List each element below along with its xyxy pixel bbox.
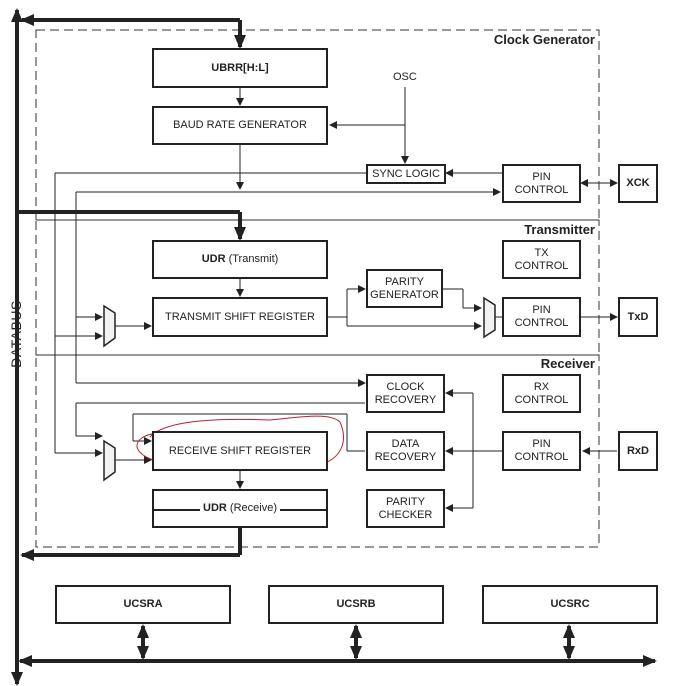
udr-transmit-name: UDR [201,253,226,265]
data-recovery-block: DATA RECOVERY [366,431,445,471]
transmit-shift-register-block: TRANSMIT SHIFT REGISTER [152,297,328,337]
ucsrc-register: UCSRC [482,585,658,624]
databus-label: DATABUS [8,300,24,368]
udr-receive-line-right [280,508,326,511]
xck-pin: XCK [618,164,658,203]
sync-logic-block: SYNC LOGIC [366,164,446,184]
pin-control-tx-block: PIN CONTROL [502,297,581,337]
udr-receive-name: UDR [203,502,227,514]
transmitter-frame [35,219,600,356]
transmitter-label: Transmitter [524,222,595,237]
txd-pin: TxD [618,297,658,337]
udr-receive-block: UDR (Receive) [152,489,328,528]
receive-shift-register-block: RECEIVE SHIFT REGISTER [152,431,328,471]
tx-clock-mux [103,304,116,348]
receiver-label: Receiver [540,356,595,371]
pin-control-clock-block: PIN CONTROL [502,164,581,203]
rxd-pin: RxD [618,431,658,471]
ubrr-block: UBRR[H:L] [152,48,328,88]
clock-generator-frame [35,29,600,221]
mux-shapes [103,296,496,482]
udr-receive-suffix: (Receive) [226,502,277,514]
osc-label: OSC [393,71,417,83]
rx-clock-mux [103,439,116,482]
tx-output-mux [483,296,496,339]
parity-generator-block: PARITY GENERATOR [366,269,443,308]
clock-generator-label: Clock Generator [493,32,595,47]
parity-checker-block: PARITY CHECKER [366,489,445,528]
rx-control-block: RX CONTROL [502,374,581,413]
databus [11,8,657,686]
baud-rate-generator-block: BAUD RATE GENERATOR [152,106,328,145]
tx-control-block: TX CONTROL [502,240,581,279]
ucsrb-register: UCSRB [268,585,444,624]
ucsra-register: UCSRA [55,585,231,624]
udr-receive-line-left [154,508,200,511]
udr-transmit-suffix: (Transmit) [225,253,279,265]
pin-control-rx-block: PIN CONTROL [502,431,581,471]
clock-recovery-block: CLOCK RECOVERY [366,374,445,413]
udr-transmit-block: UDR (Transmit) [152,240,328,279]
signal-lines [54,87,618,512]
